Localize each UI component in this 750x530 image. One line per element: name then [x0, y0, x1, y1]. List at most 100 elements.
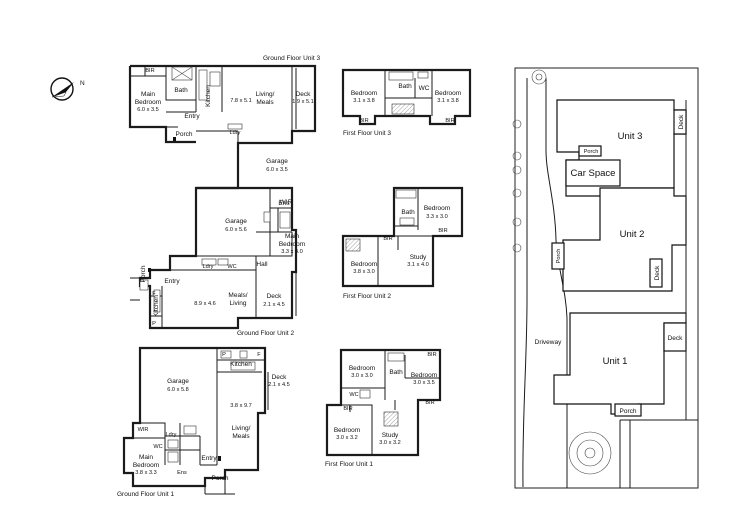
gf1-deck-label: Deck [272, 374, 288, 381]
gf1-deck-dim: 2.1 x 4.5 [268, 382, 289, 388]
gf3-deck-label: Deck [296, 91, 312, 98]
gf3-bir: BIR [145, 68, 154, 74]
site-porch-3-label: Porch [584, 149, 599, 155]
ff1-bedroom-2: Bedroom [411, 372, 437, 379]
gf2-kitchen-label: Kitchen [153, 295, 160, 317]
gf2-garage-label: Garage [225, 218, 247, 225]
ff1-wc: WC [349, 392, 358, 398]
ff1-bir-2: BIR [425, 400, 434, 406]
gf3-meals-label: Meals [256, 99, 274, 106]
gf1-living-label: Living/ [232, 425, 251, 432]
site-unit-1-label: Unit 1 [603, 356, 628, 367]
ff2-bath: Bath [401, 209, 415, 216]
title-ground-floor-unit-1: Ground Floor Unit 1 [117, 491, 174, 498]
ff1-bedroom-3: Bedroom [334, 427, 360, 434]
title-ground-floor-unit-3: Ground Floor Unit 3 [263, 55, 320, 62]
gf1-meals-label: Meals [232, 433, 250, 440]
gf1-entry-label: Entry [201, 455, 217, 462]
ff1-bedroom-2-dim: 3.0 x 3.5 [413, 380, 434, 386]
ff2-bedroom-1-dim: 3.3 x 3.0 [426, 214, 447, 220]
ff3-bedroom-2: Bedroom [435, 90, 461, 97]
gf3-deck-dim: 1.9 x 5.1 [292, 99, 313, 105]
title-first-floor-unit-2: First Floor Unit 2 [343, 293, 391, 300]
ff3-bedroom-1: Bedroom [351, 90, 377, 97]
gf3-living-label: Living/ [256, 91, 275, 98]
gf2-main-bedroom-dim: 3.3 x 4.0 [281, 249, 302, 255]
gf2-garage-dim: 6.0 x 5.6 [225, 227, 246, 233]
gf3-kitchen-label: Kitchen [205, 85, 212, 107]
site-deck-3-label: Deck [678, 114, 685, 130]
tree-icons [512, 69, 612, 475]
gf1-main-bedroom-dim: 3.8 x 3.3 [135, 470, 156, 476]
ff1-bath: Bath [389, 369, 403, 376]
gf2-wc-label: WC [227, 264, 236, 270]
ff3-bedroom-1-dim: 3.1 x 3.8 [353, 98, 374, 104]
gf2-deck-label: Deck [267, 293, 283, 300]
gf2-entry-label: Entry [164, 278, 180, 285]
gf2-porch-label: Porch [140, 265, 147, 282]
gf2-main-bedroom-label: Main [285, 233, 299, 240]
gf1-porch-label: Porch [212, 475, 229, 482]
first-floor-unit-1-plan: BIR Bedroom 3.0 x 3.0 Bath Bedroom 3.0 x… [325, 348, 442, 468]
gf2-living-label: Living [230, 300, 247, 307]
gf2-ens-label: Ens [278, 200, 290, 207]
north-label: N [80, 80, 85, 87]
ff2-bir-2: BIR [383, 236, 392, 242]
ff1-bir-top: BIR [427, 352, 436, 358]
gf1-ldry-label: Ldry [166, 432, 177, 438]
ff1-bedroom-1: Bedroom [349, 365, 375, 372]
gf3-garage-label: Garage [266, 158, 288, 165]
ff3-bath: Bath [398, 83, 412, 90]
site-car-space-label: Car Space [571, 168, 616, 179]
ff2-bedroom-2-dim: 3.8 x 3.0 [353, 269, 374, 275]
site-driveway-label: Driveway [535, 339, 562, 346]
first-floor-unit-2-plan: Bath Bedroom 3.3 x 3.0 BIR Bedroom 3.8 x… [341, 186, 464, 300]
ff2-bir-1: BIR [438, 228, 447, 234]
gf3-main-bedroom-dim: 6.0 x 3.5 [137, 107, 158, 113]
ff3-bir-1: BIR [359, 118, 368, 124]
gf1-wc-label: WC [153, 444, 162, 450]
site-deck-2-label: Deck [654, 265, 661, 281]
gf1-wir-label: WIR [138, 427, 149, 433]
gf2-deck-dim: 2.1 x 4.5 [263, 302, 284, 308]
site-unit-2-label: Unit 2 [620, 229, 645, 240]
gf1-garage-label: Garage [167, 378, 189, 385]
gf1-garage-dim: 6.0 x 5.8 [167, 387, 188, 393]
ff2-bedroom-1: Bedroom [424, 205, 450, 212]
title-first-floor-unit-3: First Floor Unit 3 [343, 130, 391, 137]
site-porch-1-label: Porch [620, 408, 637, 415]
first-floor-unit-3-plan: Bedroom 3.1 x 3.8 Bath WC Bedroom 3.1 x … [341, 68, 472, 137]
gf1-p-label: P [222, 352, 226, 358]
site-plan: Unit 3 Porch Car Space Deck Unit 2 Porch… [512, 67, 699, 489]
north-arrow-icon: N [50, 77, 85, 101]
gf1-living-dim: 3.8 x 9.7 [230, 403, 251, 409]
gf3-living-dim: 7.8 x 5.1 [230, 98, 251, 104]
ff1-bir-1: BIR [343, 406, 352, 412]
gf2-wir-label: WIR [280, 199, 293, 206]
site-porch-2-label: Porch [556, 249, 562, 264]
title-ground-floor-unit-2: Ground Floor Unit 2 [237, 330, 294, 337]
gf1-kitchen-label: Kitchen [230, 361, 252, 368]
ff3-wc: WC [419, 85, 430, 92]
ff1-bedroom-3-dim: 3.0 x 3.2 [336, 435, 357, 441]
gf2-p-1: P [152, 321, 156, 327]
ff1-study-dim: 3.0 x 3.2 [379, 440, 400, 446]
gf2-ldry-label: Ldry [203, 264, 214, 270]
gf2-f-1: F [152, 291, 156, 297]
title-first-floor-unit-1: First Floor Unit 1 [325, 461, 373, 468]
ff2-study: Study [410, 254, 427, 261]
gf3-entry-label: Entry [184, 113, 200, 120]
gf2-main-bedroom-label-2: Bedroom [279, 241, 305, 248]
ground-floor-unit-3-plan: Ground Floor Unit 3 BIR Main Bedroom 6.0… [128, 55, 320, 190]
gf3-main-bedroom-label-2: Bedroom [135, 99, 161, 106]
gf1-ens-label: Ens [177, 470, 187, 476]
site-deck-1-label: Deck [668, 335, 684, 342]
gf3-garage-dim: 6.0 x 3.5 [266, 167, 287, 173]
ff1-bedroom-1-dim: 3.0 x 3.0 [351, 373, 372, 379]
site-boundary [514, 67, 699, 489]
gf2-meals-dim: 8.9 x 4.6 [194, 301, 215, 307]
gf3-ldry-label: Ldry [230, 130, 241, 136]
ff2-bedroom-2: Bedroom [351, 261, 377, 268]
gf3-porch-label: Porch [176, 131, 193, 138]
